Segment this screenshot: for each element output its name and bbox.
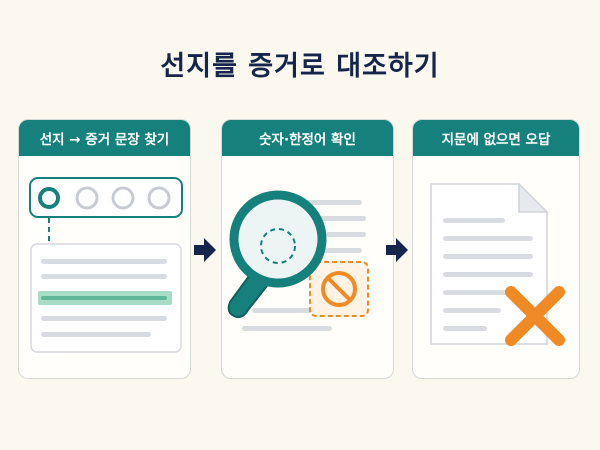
arrow-right-icon [194, 238, 216, 262]
option-circle [147, 186, 171, 210]
magnifier-lens [229, 190, 327, 288]
arrow-right-icon [386, 238, 408, 262]
document-fold [518, 182, 549, 213]
prohibited-icon [321, 271, 357, 307]
step-3-header: 지문에 없으면 오답 [413, 120, 579, 156]
page-title: 선지를 증거로 대조하기 [160, 51, 440, 82]
magnifying-glass-icon [227, 190, 369, 331]
option-circles-and-text-block-icon [29, 177, 183, 353]
step-card-1: 선지 → 증거 문장 찾기 [18, 119, 191, 379]
document-with-x-icon [430, 182, 565, 346]
option-circle [75, 186, 99, 210]
selected-option-circle [38, 187, 60, 209]
options-bar [29, 177, 183, 218]
step-card-2: 숫자·한정어 확인 [221, 119, 394, 379]
option-circle [111, 186, 135, 210]
step-1-header: 선지 → 증거 문장 찾기 [19, 120, 190, 156]
step-2-header: 숫자·한정어 확인 [222, 120, 393, 156]
step-card-3: 지문에 없으면 오답 [412, 119, 580, 379]
focus-circle [260, 228, 296, 264]
